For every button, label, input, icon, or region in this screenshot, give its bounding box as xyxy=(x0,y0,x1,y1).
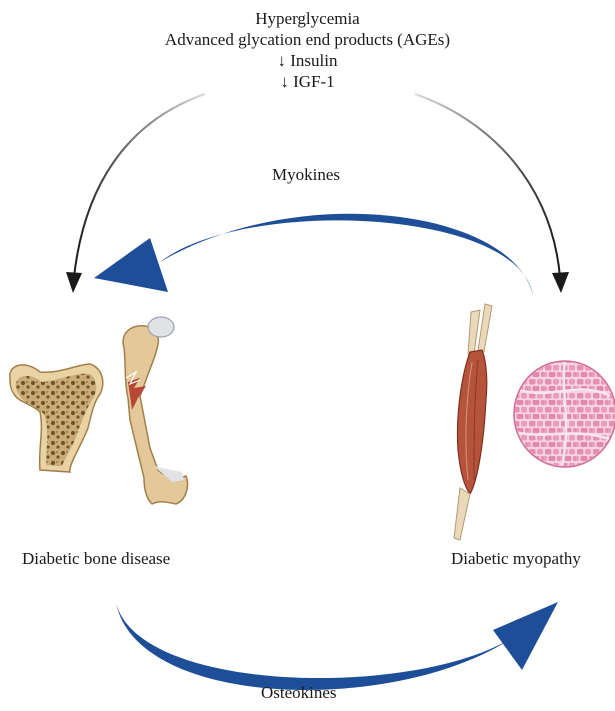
myokines-arrow xyxy=(160,214,533,296)
cause-insulin: ↓ Insulin xyxy=(0,50,615,71)
muscle-cross-section-icon xyxy=(510,360,615,470)
cause-igf1: ↓ IGF-1 xyxy=(0,71,615,92)
cause-list: Hyperglycemia Advanced glycation end pro… xyxy=(0,8,615,92)
osteokines-arrowhead xyxy=(493,602,558,670)
bone-disease-label: Diabetic bone disease xyxy=(22,549,170,569)
myokines-arrowhead xyxy=(94,238,168,292)
femur-fracture-icon xyxy=(123,317,187,504)
muscle-icon xyxy=(454,304,492,540)
trabecular-bone-icon xyxy=(10,364,103,472)
cause-ages: Advanced glycation end products (AGEs) xyxy=(0,29,615,50)
myokines-label: Myokines xyxy=(272,165,340,185)
cause-hyperglycemia: Hyperglycemia xyxy=(0,8,615,29)
cause-arrowhead-right xyxy=(552,272,569,293)
osteokines-label: Osteokines xyxy=(261,683,337,703)
cause-arrowhead-left xyxy=(66,272,82,293)
cause-arrow-right xyxy=(415,94,560,277)
myopathy-label: Diabetic myopathy xyxy=(451,549,581,569)
osteokines-arrow xyxy=(116,603,515,690)
